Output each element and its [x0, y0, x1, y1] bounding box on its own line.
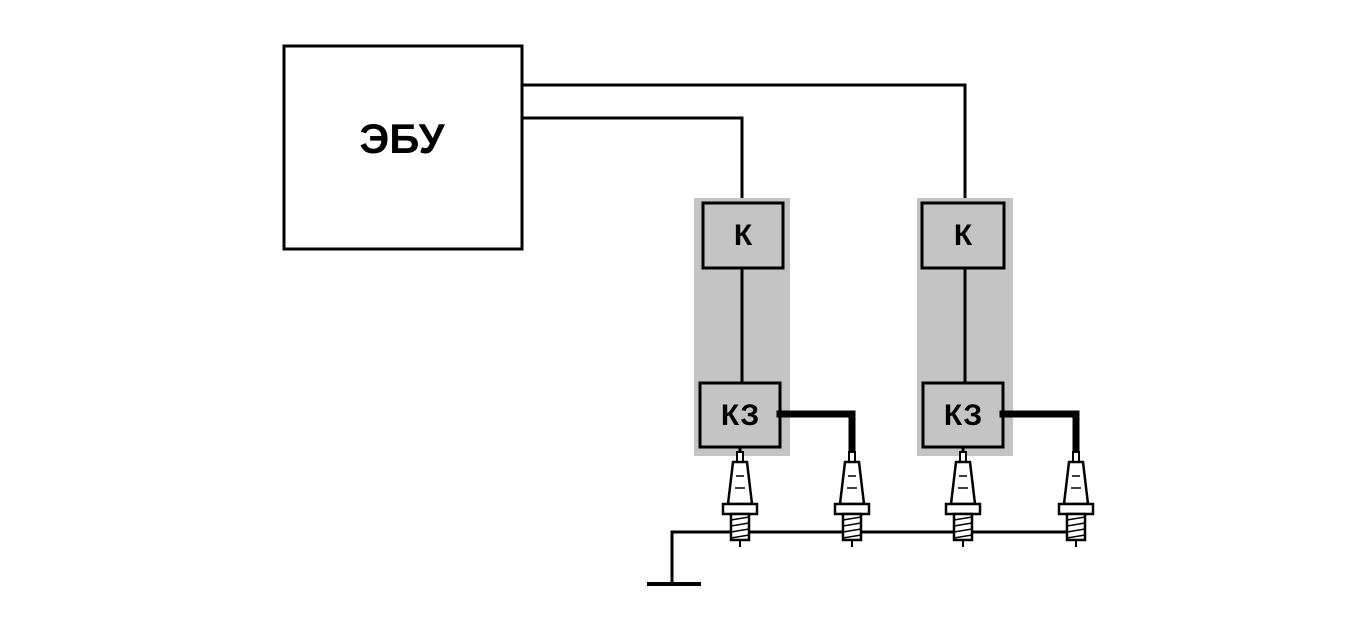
switch-box — [920, 201, 1006, 270]
coil-box — [921, 381, 1005, 449]
hv-lead — [999, 410, 1080, 456]
switch-label: К — [954, 219, 973, 252]
coil-label: КЗ — [721, 399, 759, 432]
ecu-wire-module-2 — [520, 83, 967, 205]
coil-label: КЗ — [944, 399, 982, 432]
ignition-module-2: К КЗ — [917, 198, 1080, 456]
ground-bus — [670, 530, 1078, 585]
hv-lead — [776, 410, 856, 456]
switch-label: К — [734, 219, 753, 252]
coil-box — [698, 381, 782, 449]
ecu-label: ЭБУ — [359, 115, 445, 162]
ecu-wire-module-1 — [520, 116, 744, 205]
ignition-module-1: К КЗ — [694, 198, 856, 456]
ecu-block: ЭБУ — [282, 44, 524, 251]
